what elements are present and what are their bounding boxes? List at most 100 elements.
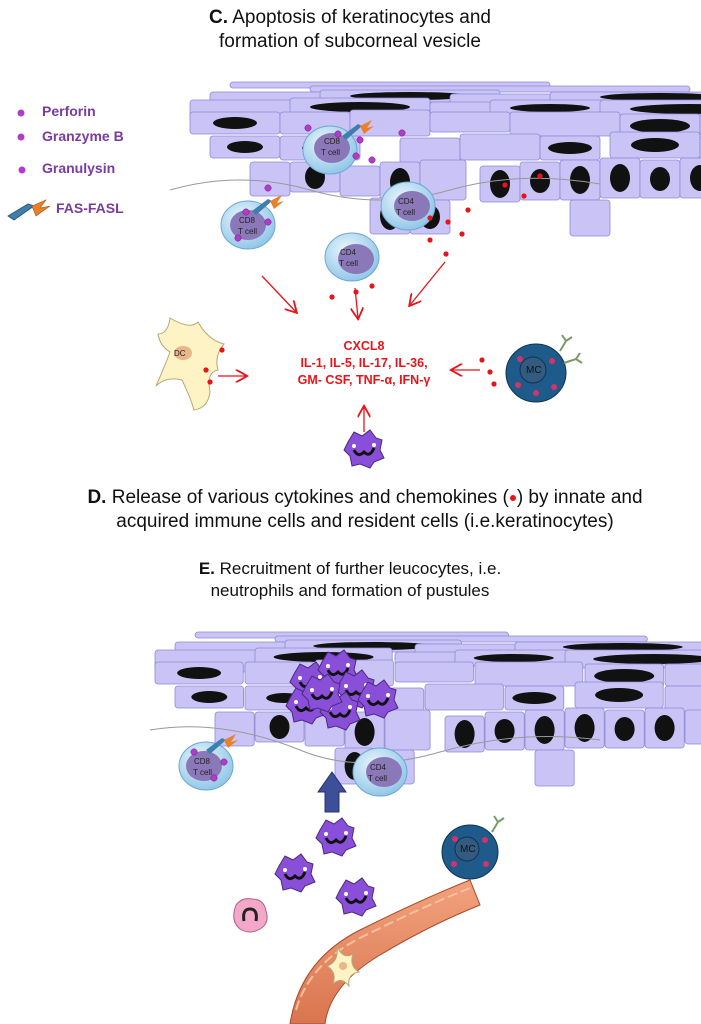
cytokine-dot-icon	[509, 494, 516, 501]
cd8-label-2: CD8	[239, 216, 256, 225]
cytokine-dot	[479, 357, 485, 363]
section-c-title: C. Apoptosis of keratinocytes and format…	[90, 6, 610, 55]
dc-label: DC	[174, 349, 186, 358]
cytokine-dot	[445, 219, 451, 225]
upper-keratinocyte	[609, 131, 701, 159]
perforin-dot	[264, 184, 272, 192]
section-e-letter: E.	[198, 559, 215, 578]
upper-keratinocyte	[509, 111, 621, 137]
cd4-tcell-bottom: CD4 T cell	[352, 747, 408, 797]
arrow-from-cd8	[261, 275, 296, 312]
tcell-label-1: T cell	[321, 148, 340, 157]
perforin-dot	[264, 218, 272, 226]
cytokine-dot	[207, 379, 213, 385]
lower-keratinocyte	[564, 707, 605, 749]
perforin-dot	[352, 152, 360, 160]
legend-perforin-label: Perforin	[42, 103, 96, 119]
mast-cell-lower: MC	[441, 815, 505, 880]
cytokine-dot	[329, 294, 335, 300]
lower-keratinocyte	[474, 661, 584, 687]
perforin-dot	[190, 748, 198, 756]
lower-keratinocyte	[444, 715, 485, 753]
cd8-label-3: CD8	[194, 757, 211, 766]
cd8-tcell-upper: CD8 T cell	[302, 120, 374, 175]
section-e-line2: neutrophils and formation of pustules	[210, 580, 490, 600]
blood-vessel	[289, 879, 481, 1024]
epidermis-top-layer	[189, 81, 701, 237]
upper-keratinocyte	[209, 135, 281, 159]
upper-keratinocyte	[569, 199, 611, 237]
legend-granzyme-label: Granzyme B	[42, 128, 124, 144]
cytokine-dot	[491, 381, 497, 387]
neutrophil	[315, 817, 357, 857]
tcell-label-6: T cell	[368, 774, 387, 783]
perforin-dot	[398, 129, 406, 137]
section-d-title: D. Release of various cytokines and chem…	[40, 486, 690, 535]
cytokine-dot	[427, 237, 433, 243]
upper-keratinocyte	[189, 111, 281, 135]
granzyme-icon	[17, 133, 25, 141]
upper-keratinocyte	[459, 133, 541, 161]
tcell-label-3: T cell	[396, 208, 415, 217]
perforin-dot	[368, 156, 376, 164]
cd8-tcell-bottom: CD8 T cell	[178, 734, 238, 791]
upper-keratinocyte	[559, 159, 601, 201]
neutrophil	[335, 877, 377, 917]
cytokine-dot	[521, 193, 527, 199]
perforin-dot	[220, 758, 228, 766]
lower-keratinocyte	[214, 711, 255, 747]
section-d-letter: D.	[87, 487, 107, 508]
cytokine-dot	[502, 182, 508, 188]
cytokine-line1: CXCL8	[344, 339, 385, 353]
cytokine-dot	[369, 283, 375, 289]
granulysin-icon	[18, 166, 26, 174]
upper-keratinocyte	[679, 157, 701, 199]
arrow-from-cd4	[355, 287, 358, 318]
lower-keratinocyte	[154, 661, 244, 685]
section-e-title: E. Recruitment of further leucocytes, i.…	[100, 558, 600, 602]
lower-keratinocyte	[484, 711, 525, 751]
upper-keratinocyte	[539, 135, 601, 161]
neutrophil	[343, 429, 385, 469]
cd4-label-3: CD4	[370, 763, 387, 772]
lower-keratinocyte	[534, 749, 575, 787]
lower-keratinocyte	[384, 709, 431, 751]
lower-keratinocyte	[174, 685, 244, 709]
perforin-dot	[334, 130, 342, 138]
lower-keratinocyte	[524, 709, 565, 751]
tcell-label-2: T cell	[238, 227, 257, 236]
section-d-line2: acquired immune cells and resident cells…	[116, 511, 614, 533]
mc-label-2: MC	[460, 844, 476, 855]
cd4-label-1: CD4	[398, 197, 415, 206]
arrow-from-keratinocytes	[410, 261, 446, 305]
upper-keratinocyte	[249, 161, 291, 197]
upper-keratinocyte	[479, 165, 521, 203]
tcell-label-5: T cell	[193, 768, 212, 777]
neutrophil	[301, 673, 343, 713]
cd4-tcell-middle: CD4 T cell	[324, 232, 380, 282]
section-e-line1: Recruitment of further leucocytes, i.e.	[219, 559, 502, 578]
legend-granulysin-label: Granulysin	[42, 160, 116, 176]
section-d-line1-end: ) by innate and	[516, 487, 643, 508]
cytokine-dot	[459, 231, 465, 237]
upper-keratinocyte	[349, 109, 431, 137]
lower-keratinocyte	[424, 683, 504, 711]
lower-keratinocyte	[604, 709, 645, 749]
cytokine-line2: IL-1, IL-5, IL-17, IL-36,	[300, 356, 427, 370]
cytokine-dot	[219, 347, 225, 353]
neutrophil	[357, 679, 399, 719]
upper-keratinocyte	[429, 111, 511, 133]
upper-keratinocyte	[599, 99, 701, 119]
upper-keratinocyte	[639, 159, 681, 199]
perforin-icon	[17, 109, 25, 117]
section-c-letter: C.	[209, 7, 228, 28]
perforin-dots	[190, 124, 406, 782]
cytokine-dot	[203, 367, 209, 373]
monocyte	[233, 898, 268, 933]
cytokine-dot	[443, 251, 449, 257]
section-d-line1: Release of various cytokines and chemoki…	[111, 487, 509, 508]
neutrophil	[274, 853, 316, 893]
lower-keratinocyte	[684, 709, 701, 745]
lower-keratinocyte	[644, 707, 685, 749]
